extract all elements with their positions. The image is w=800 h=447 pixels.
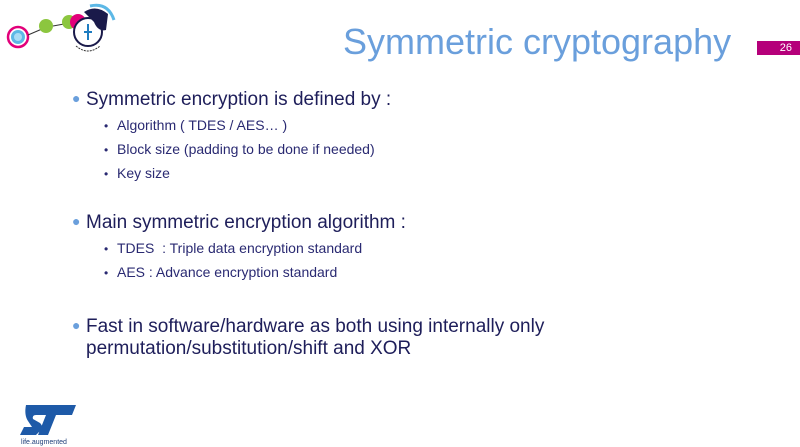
sub-bullet-dot-icon: • (104, 167, 109, 181)
bullet-dot-icon: ● (72, 90, 81, 106)
page-number: 26 (779, 42, 792, 54)
sub-bullet-dot-icon: • (104, 119, 109, 133)
page-number-badge: 26 (757, 41, 800, 55)
bullet-item: ● Main symmetric encryption algorithm : (72, 209, 406, 235)
bullet-text: Symmetric encryption is defined by : (86, 89, 392, 110)
bullet-text: Fast in software/hardware as both using … (86, 316, 545, 337)
sub-bullet-item: • TDES : Triple data encryption standard (104, 239, 362, 258)
bullet-text: Main symmetric encryption algorithm : (86, 212, 406, 233)
sub-bullet-dot-icon: • (104, 143, 109, 157)
sub-bullet-text: Algorithm ( TDES / AES… ) (117, 117, 288, 133)
sub-bullet-text: Key size (117, 165, 170, 181)
sub-bullet-text: Block size (padding to be done if needed… (117, 141, 375, 157)
slide-title: Symmetric cryptography (343, 21, 732, 62)
bullet-continuation-text: permutation/substitution/shift and XOR (86, 338, 412, 359)
bullet-dot-icon: ● (72, 317, 81, 333)
sub-bullet-item: • AES : Advance encryption standard (104, 263, 337, 282)
sub-bullet-text: TDES : Triple data encryption standard (117, 240, 363, 256)
logo-tagline: life.augmented (21, 439, 67, 446)
sub-bullet-item: • Key size (104, 164, 170, 183)
decorative-circles-graphic (6, 3, 116, 52)
sub-bullet-dot-icon: • (104, 242, 109, 256)
st-logo: life.augmented (20, 405, 76, 446)
sub-bullet-text: AES : Advance encryption standard (117, 264, 338, 280)
bullet-item: ● Symmetric encryption is defined by : (72, 86, 391, 112)
bullet-item: ● Fast in software/hardware as both using… (72, 313, 544, 339)
bullet-dot-icon: ● (72, 213, 81, 229)
sub-bullet-dot-icon: • (104, 266, 109, 280)
sub-bullet-item: • Block size (padding to be done if neede… (104, 140, 375, 159)
sub-bullet-item: • Algorithm ( TDES / AES… ) (104, 116, 287, 135)
